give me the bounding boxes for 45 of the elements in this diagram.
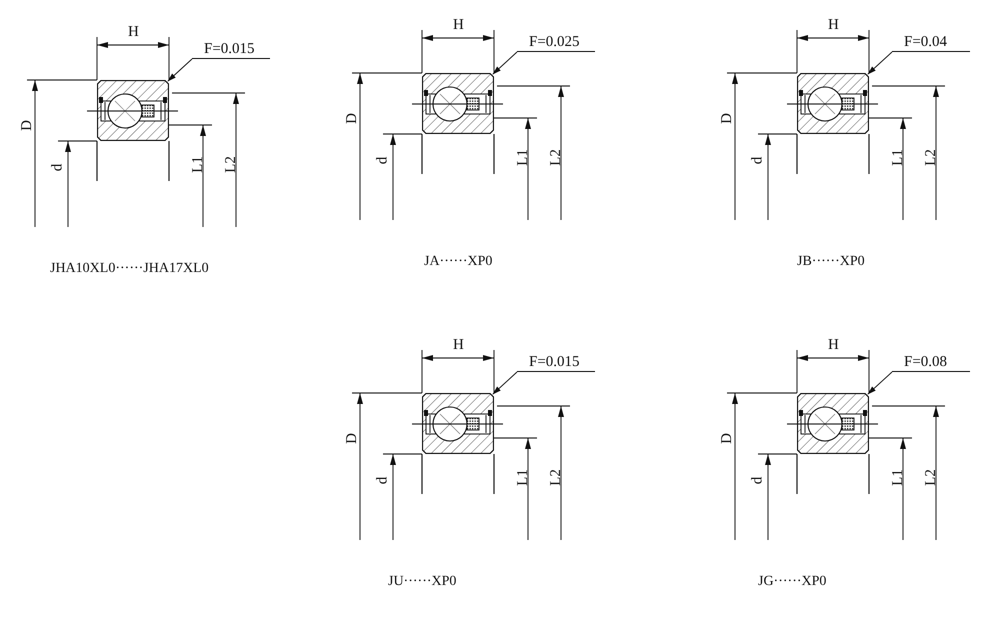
leader-line	[867, 52, 892, 75]
dimension-label: L1	[890, 149, 906, 166]
bearing-section-drawing	[797, 73, 869, 134]
dimension-label: L1	[890, 469, 906, 486]
dimension-label: L2	[924, 469, 939, 486]
dimension-label: L2	[548, 469, 564, 486]
leader-line	[492, 52, 518, 75]
model-caption: JA······XP0	[424, 255, 492, 269]
dimension-label: L2	[224, 156, 239, 173]
bearing-section-drawing	[422, 73, 494, 134]
dimension-label: D	[20, 120, 35, 131]
dimension-label: D	[344, 113, 360, 124]
model-caption: JHA10XL0······JHA17XL0	[50, 262, 209, 276]
dimension-label: H	[828, 18, 839, 33]
model-caption: JG······XP0	[758, 575, 826, 589]
dimension-label: d	[375, 156, 390, 164]
model-caption: JB······XP0	[797, 255, 865, 269]
leader-line	[167, 58, 192, 82]
dimension-label: L1	[190, 156, 206, 173]
dimension-label: d	[750, 476, 766, 484]
tolerance-label: F=0.08	[892, 353, 970, 372]
bearing-section-drawing	[97, 80, 169, 141]
leader-line	[492, 372, 518, 395]
tolerance-label: F=0.015	[192, 40, 270, 59]
leader-line	[867, 372, 892, 395]
dimension-label: L1	[516, 469, 531, 486]
dimension-label: D	[344, 433, 360, 444]
bearing-section-drawing	[797, 393, 869, 454]
dimension-label: H	[453, 338, 464, 353]
dimension-label: d	[50, 164, 66, 172]
dimension-label: D	[720, 113, 735, 124]
dimension-label: H	[128, 25, 139, 40]
dimension-label: D	[720, 433, 735, 444]
bearing-section-drawing	[422, 393, 494, 454]
tolerance-label: F=0.04	[892, 33, 970, 52]
dimension-label: L2	[548, 149, 564, 166]
tolerance-label: F=0.025	[517, 33, 595, 52]
dimension-label: L2	[924, 149, 939, 166]
dimension-label: d	[375, 476, 390, 484]
model-caption: JU······XP0	[388, 575, 456, 589]
dimension-label: d	[750, 156, 766, 164]
dimension-label: H	[828, 338, 839, 353]
dimension-label: H	[453, 18, 464, 33]
dimension-label: L1	[516, 149, 531, 166]
tolerance-label: F=0.015	[517, 353, 595, 372]
